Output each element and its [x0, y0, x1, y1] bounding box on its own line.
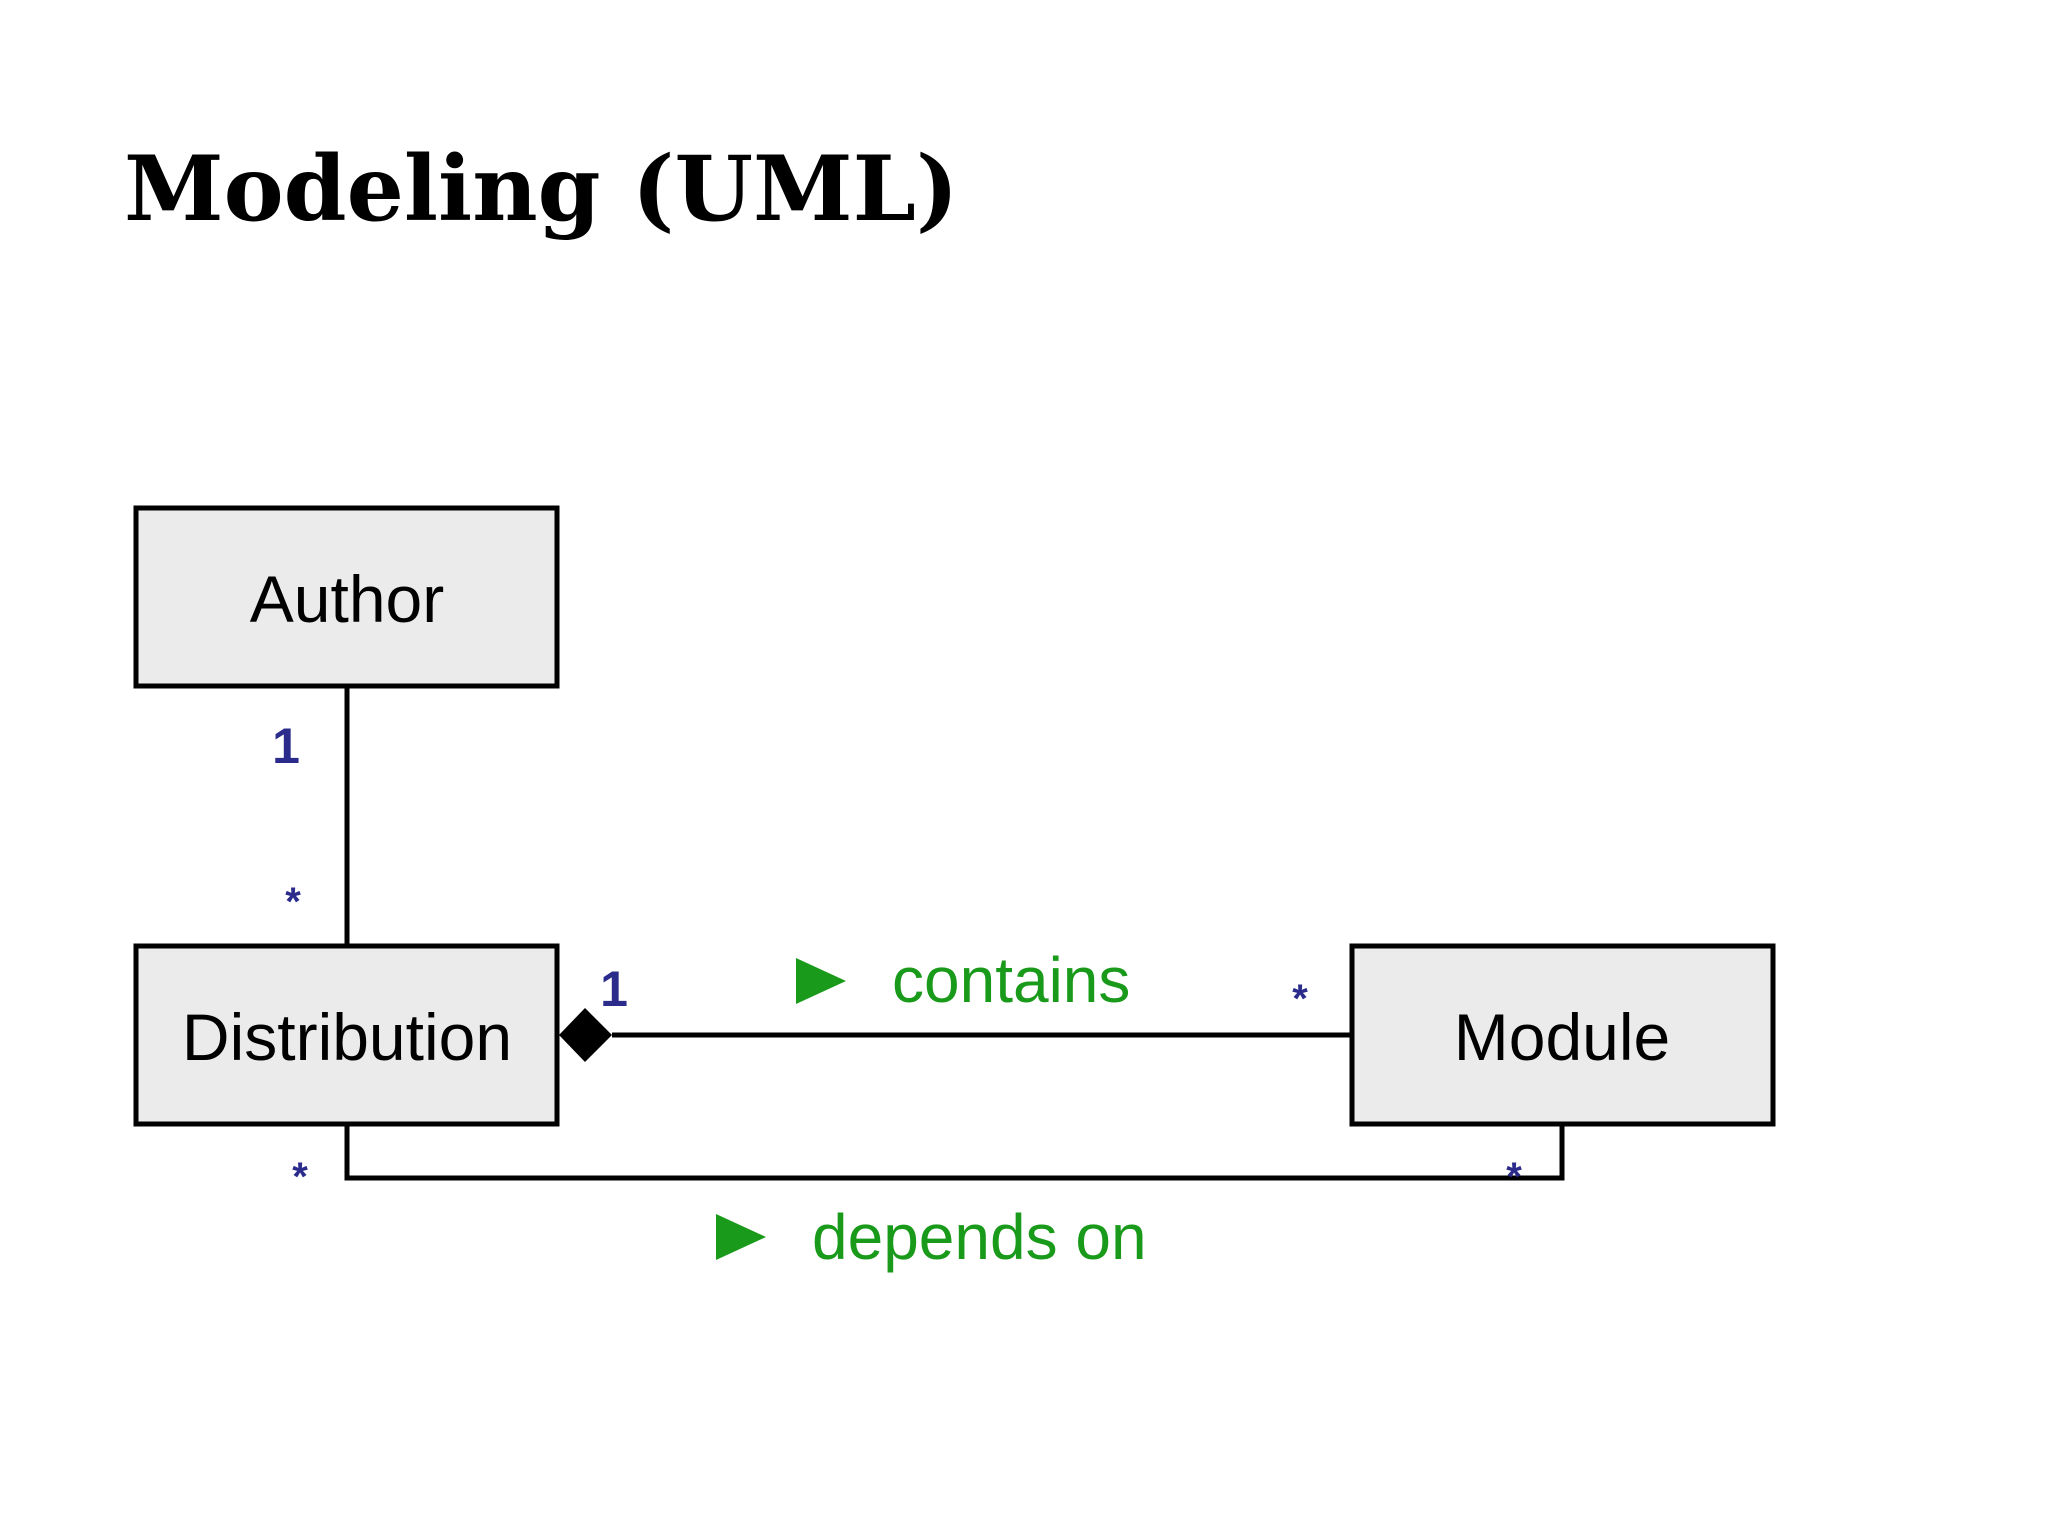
slide-title: Modeling (UML)	[124, 136, 959, 242]
contains-direction-icon	[796, 958, 846, 1004]
composition-diamond-icon	[559, 1008, 612, 1062]
multiplicity-distribution-author-end: *	[285, 880, 301, 924]
depends-on-label: depends on	[812, 1201, 1147, 1273]
depends-on-direction-icon	[716, 1214, 766, 1260]
multiplicity-depends-distribution-end: *	[292, 1155, 308, 1199]
multiplicity-contains-module-end: *	[1292, 977, 1308, 1021]
class-module-name: Module	[1454, 1000, 1670, 1074]
multiplicity-depends-module-end: *	[1506, 1155, 1522, 1199]
class-distribution[interactable]: Distribution	[133, 943, 560, 1127]
multiplicity-contains-distribution-end: 1	[600, 961, 628, 1017]
depends-on-association-line	[344, 1124, 1565, 1181]
class-author-name: Author	[250, 562, 444, 636]
class-distribution-name: Distribution	[182, 1000, 512, 1074]
class-module[interactable]: Module	[1349, 943, 1776, 1127]
contains-label: contains	[892, 944, 1130, 1016]
class-author[interactable]: Author	[133, 505, 560, 689]
multiplicity-author-end: 1	[272, 718, 300, 774]
